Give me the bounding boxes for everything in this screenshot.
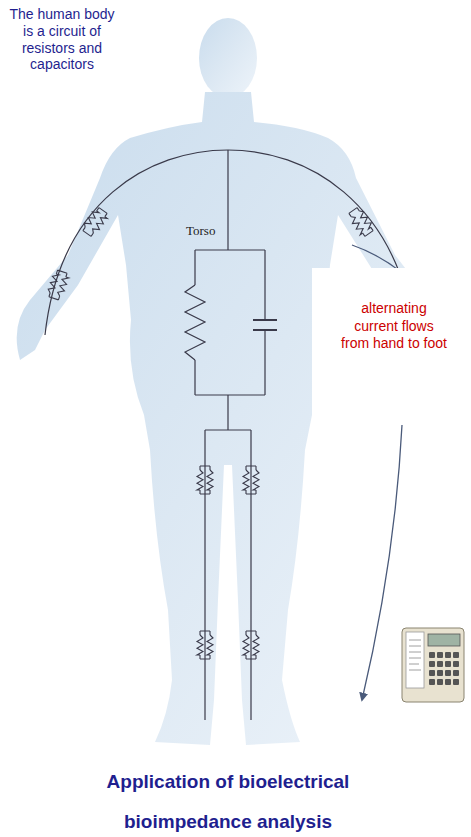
resistor-symbol xyxy=(346,206,375,238)
heading-note: The human body is a circuit of resistors… xyxy=(4,6,120,73)
resistor-symbol xyxy=(185,285,205,360)
resistor-symbol xyxy=(197,466,213,494)
body-silhouette xyxy=(17,92,451,745)
capacitor-symbol xyxy=(253,320,277,330)
resistor-symbol xyxy=(243,466,259,494)
leg-wire xyxy=(205,395,251,720)
circuit-wires xyxy=(45,150,415,720)
resistor-symbol xyxy=(243,631,259,659)
torso-wire xyxy=(195,250,265,395)
current-arrow xyxy=(362,425,402,700)
note-ground xyxy=(312,268,471,418)
analyzer-device xyxy=(402,628,464,702)
resistor-symbol xyxy=(80,206,109,238)
caption: Application of bioelectrical bioimpedanc… xyxy=(70,762,386,837)
resistor-symbol xyxy=(197,631,213,659)
resistor-symbol xyxy=(46,269,70,301)
part-name: Torso xyxy=(186,224,215,238)
torso-wire xyxy=(227,150,228,250)
current-note: alternating current flows from hand to f… xyxy=(340,300,448,353)
head-silhouette xyxy=(199,18,257,98)
